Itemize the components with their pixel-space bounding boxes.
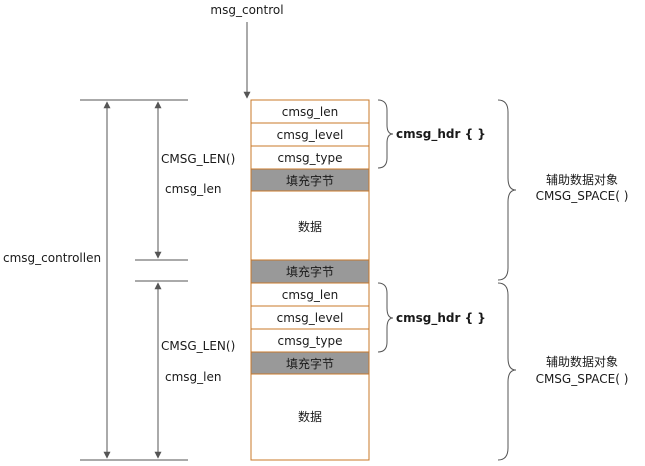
hdr-brace-2 <box>377 282 394 353</box>
cell-data-1-text: 数据 <box>298 219 322 234</box>
aux-object-label-1: 辅助数据对象 <box>546 172 618 187</box>
cell-data-2-text: 数据 <box>298 409 322 424</box>
cell-cmsg-len-1-text: cmsg_len <box>282 105 338 119</box>
cell-cmsg-len-2-text: cmsg_len <box>282 288 338 302</box>
cell-data-2 <box>250 373 370 461</box>
block-1: cmsg_len cmsg_level cmsg_type 填充字节 数据 填充… <box>250 99 370 284</box>
cmsg-space-label-1: CMSG_SPACE( ) <box>536 189 629 203</box>
cell-cmsg-level-2-text: cmsg_level <box>277 311 344 325</box>
cmsg-len-field-label-1: cmsg_len <box>165 182 221 196</box>
cmsg-len-macro-label-2: CMSG_LEN() <box>161 339 235 353</box>
cmsg-space-label-2: CMSG_SPACE( ) <box>536 372 629 386</box>
cell-padding-2-text: 填充字节 <box>286 356 334 371</box>
cmsg-hdr-label-1: cmsg_hdr { } <box>396 127 486 142</box>
cell-cmsg-level-1-text: cmsg_level <box>277 128 344 142</box>
cmsg-len-field-label-2: cmsg_len <box>165 370 221 384</box>
hdr-brace-1 <box>377 99 394 169</box>
aux-brace-1 <box>497 99 517 281</box>
cell-padding-1a-text: 填充字节 <box>286 173 334 188</box>
aux-object-label-2: 辅助数据对象 <box>546 354 618 369</box>
block-2: cmsg_len cmsg_level cmsg_type 填充字节 数据 <box>250 282 370 461</box>
aux-brace-2 <box>497 282 517 461</box>
msg-control-label: msg_control <box>210 3 283 17</box>
cell-cmsg-type-2-text: cmsg_type <box>278 334 343 348</box>
cell-data-1 <box>250 190 370 261</box>
cmsg-len-macro-label-1: CMSG_LEN() <box>161 152 235 166</box>
cmsg-hdr-label-2: cmsg_hdr { } <box>396 311 486 326</box>
cmsg-controllen-label: cmsg_controllen <box>3 251 101 265</box>
cell-cmsg-type-1-text: cmsg_type <box>278 151 343 165</box>
cell-padding-1b-text: 填充字节 <box>286 264 334 279</box>
